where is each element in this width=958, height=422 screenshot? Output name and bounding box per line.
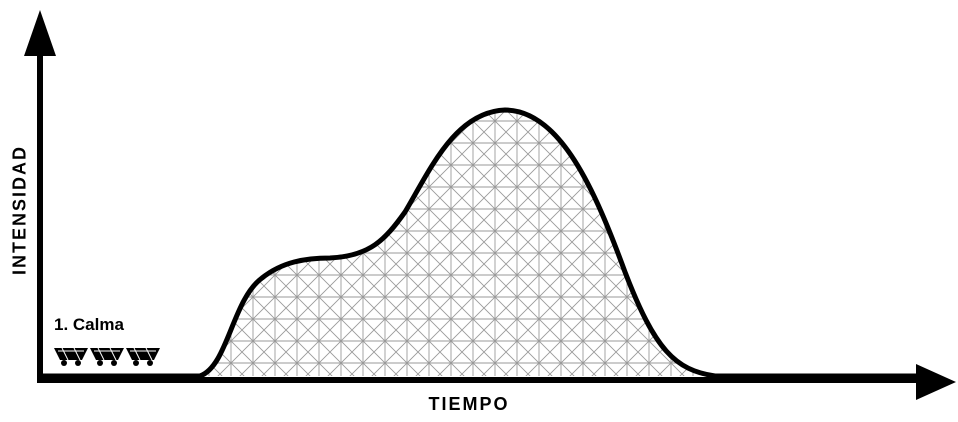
x-axis-arrow-icon <box>916 364 956 400</box>
train-icons <box>54 347 160 366</box>
y-axis-label-text: INTENSIDAD <box>9 144 30 276</box>
train-car-icon <box>54 347 88 366</box>
y-axis-label: INTENSIDAD <box>0 120 40 300</box>
curve-fill-hatch <box>200 110 715 376</box>
intensity-curve <box>37 107 923 379</box>
train-car-icon <box>90 347 124 366</box>
train-car-icon <box>126 347 160 366</box>
x-axis-label-text: TIEMPO <box>428 394 510 414</box>
x-axis-label: TIEMPO <box>0 394 958 415</box>
phase-label-calma: 1. Calma <box>54 315 124 334</box>
y-axis-arrow-icon <box>24 10 56 56</box>
